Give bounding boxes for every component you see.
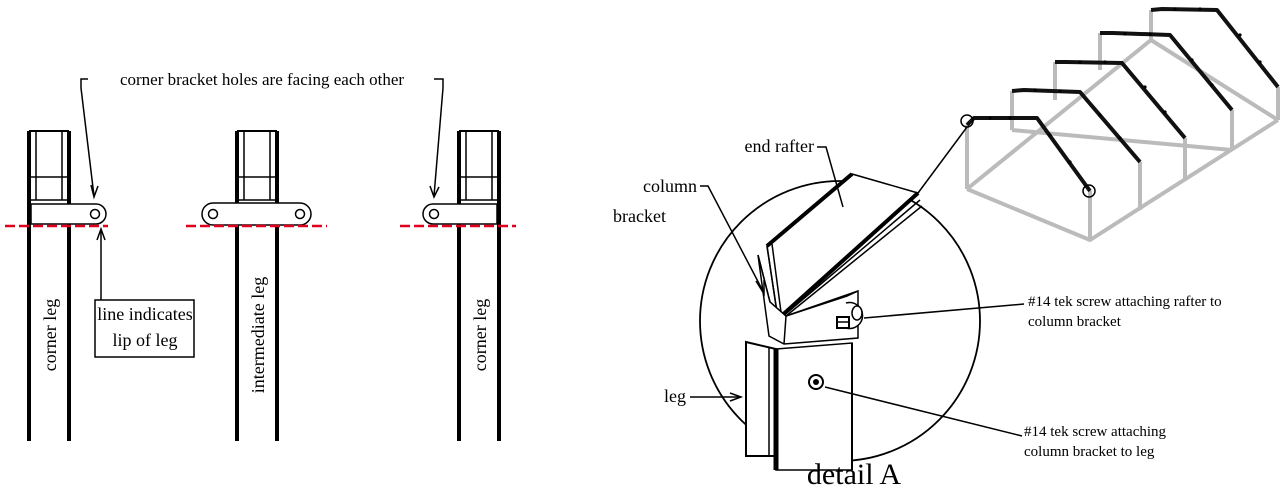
leg-label-corner-right: corner leg [470,299,490,371]
bracket-hole [294,208,306,220]
label-column: column [643,176,697,196]
intermediate-leg: intermediate leg [201,130,312,441]
label-end-rafter: end rafter [745,136,814,156]
detail-markers [917,114,1096,198]
detail-a [699,172,981,471]
detail-title: detail A [807,458,901,491]
label-screw-leg-1: #14 tek screw attaching [1024,424,1167,440]
left-panel: corner bracket holes are facing each oth… [5,70,516,441]
bracket-hole [428,208,440,220]
label-leg: leg [664,386,686,406]
label-screw-rafter-2: column bracket [1028,314,1122,330]
corner-leg-right: corner leg [422,130,501,441]
lip-callout [94,226,195,358]
label-screw-leg-2: column bracket to leg [1024,444,1155,460]
bracket-hole [207,208,219,220]
label-screw-rafter-1: #14 tek screw attaching rafter to [1028,294,1222,310]
leg-label-corner-left: corner leg [40,299,60,371]
right-leaders [690,146,1025,437]
callout-bracket-holes: corner bracket holes are facing each oth… [120,70,404,89]
label-bracket: bracket [613,206,666,226]
lip-callout-line-2: lip of leg [113,330,178,350]
leg-label-intermediate: intermediate leg [248,277,268,393]
callout-bracket-holes-leaders [80,78,444,200]
frame-overview [965,10,1280,243]
lip-callout-line-1: line indicates [97,304,192,324]
rafter-rivets [988,7,1262,164]
corner-leg-left: corner leg [27,130,107,441]
rafters-overview [965,7,1280,193]
bracket-hole [89,208,101,220]
